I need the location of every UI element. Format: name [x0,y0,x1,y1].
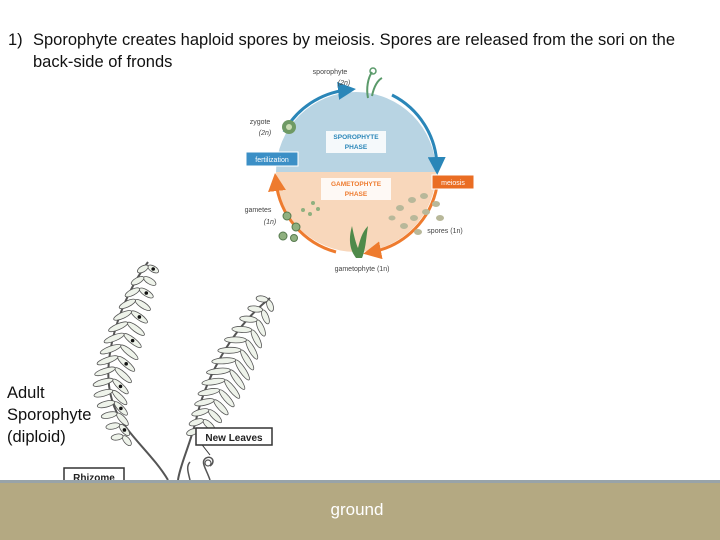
fern-illustration: New Leaves Rhizome [63,261,274,482]
leaflet [113,310,132,321]
zygote-label: zygote [250,119,271,126]
leaflet [130,276,145,286]
zygote-ploidy: (2n) [259,130,271,137]
gametophyte-illustration [349,226,368,258]
right-frond-leaflets [186,295,274,439]
fiddlehead-coil [204,459,212,467]
leaflet [231,326,253,333]
sporophyte-illustration [366,67,383,99]
leaflet [134,299,151,311]
instruction-text: 1) Sporophyte creates haploid spores by … [8,29,716,73]
leaflet [92,377,114,387]
leaflet [96,355,119,366]
rhizome-label: Rhizome [73,473,115,482]
cycle-arrow-meiosis-to-gametophyte [363,185,439,260]
adult-sporophyte-label: Adult Sporophyte (diploid) [7,382,91,448]
leaflet [255,295,269,303]
gametes-ploidy: (1n) [264,219,276,226]
fertilization-label: fertilization [255,157,289,164]
leaflet [211,357,237,365]
leaflet [194,398,215,407]
fiddlehead-1 [202,456,214,481]
ground-strip [0,480,720,540]
step-number: 1) [8,31,23,49]
meiosis-label: meiosis [441,180,465,187]
leaflet [247,305,264,313]
leaflet [124,287,141,298]
fiddlehead-2 [186,461,191,481]
zygote-nucleus [286,124,292,130]
gametophyte-label: gametophyte (1n) [335,266,390,273]
leaflet [143,276,157,286]
gametophyte-phase-label-2: PHASE [345,191,368,198]
cycle-arrow-sporophyte-to-meiosis [391,93,446,175]
sorus-dot [130,338,135,343]
leaflet [118,298,136,310]
sporophyte-ploidy: (2n) [338,80,350,87]
leaflet [108,321,129,333]
sorus-dot [151,267,155,271]
meiosis-tag [431,174,475,190]
sporophyte-label: sporophyte [313,69,348,76]
leaflet [239,315,258,323]
sorus-dot [137,315,142,319]
sorus-dot [124,362,128,366]
sporophyte-phase-box [326,131,386,153]
spores-label: spores (1n) [427,228,462,235]
leaflet [188,418,204,427]
leaflet [197,388,220,397]
leaflet [206,367,231,375]
adult-label-line-1: Adult [7,384,45,402]
sorus-dot [118,384,123,389]
adult-label-line-2: Sporophyte [7,406,92,424]
leaflet [103,332,125,344]
leaflet [136,264,149,274]
leaflet [96,400,116,409]
new-leaves-label: New Leaves [205,433,263,444]
sporophyte-phase-label-2: PHASE [345,144,368,151]
step-description: Sporophyte creates haploid spores by mei… [33,31,676,71]
gametophyte-phase-label: GAMETOPHYTE [331,181,382,188]
gametes-illustration [278,201,320,242]
fern-life-cycle-diagram: SPOROPHYTE PHASE GAMETOPHYTE PHASE ferti… [245,67,475,273]
leaflet [105,422,121,430]
spores-illustration [388,193,444,235]
rhizome-tag [63,467,125,482]
left-frond-stem [107,261,169,481]
leaflet [201,377,226,386]
leaflet [93,388,114,398]
ground-label: ground [330,500,384,519]
fertilization-tag [245,151,299,167]
sorus-dot [144,291,149,295]
leaflet [100,411,118,419]
leaflet [217,346,242,354]
new-leaves-tag [195,427,273,446]
leaflet [110,433,124,441]
leaflet [99,344,122,355]
right-frond-stem [177,297,271,481]
adult-label-line-3: (diploid) [7,428,66,446]
sporophyte-phase-label: SPOROPHYTE [333,134,379,141]
left-frond-leaflets [92,264,160,446]
gametophyte-phase-box [321,178,391,200]
leaflet [191,408,210,417]
sorus-dot [122,428,127,432]
sorus-dot [119,406,123,411]
leaflet [224,336,247,344]
gametes-label: gametes [245,207,272,214]
leaflet [94,366,116,377]
